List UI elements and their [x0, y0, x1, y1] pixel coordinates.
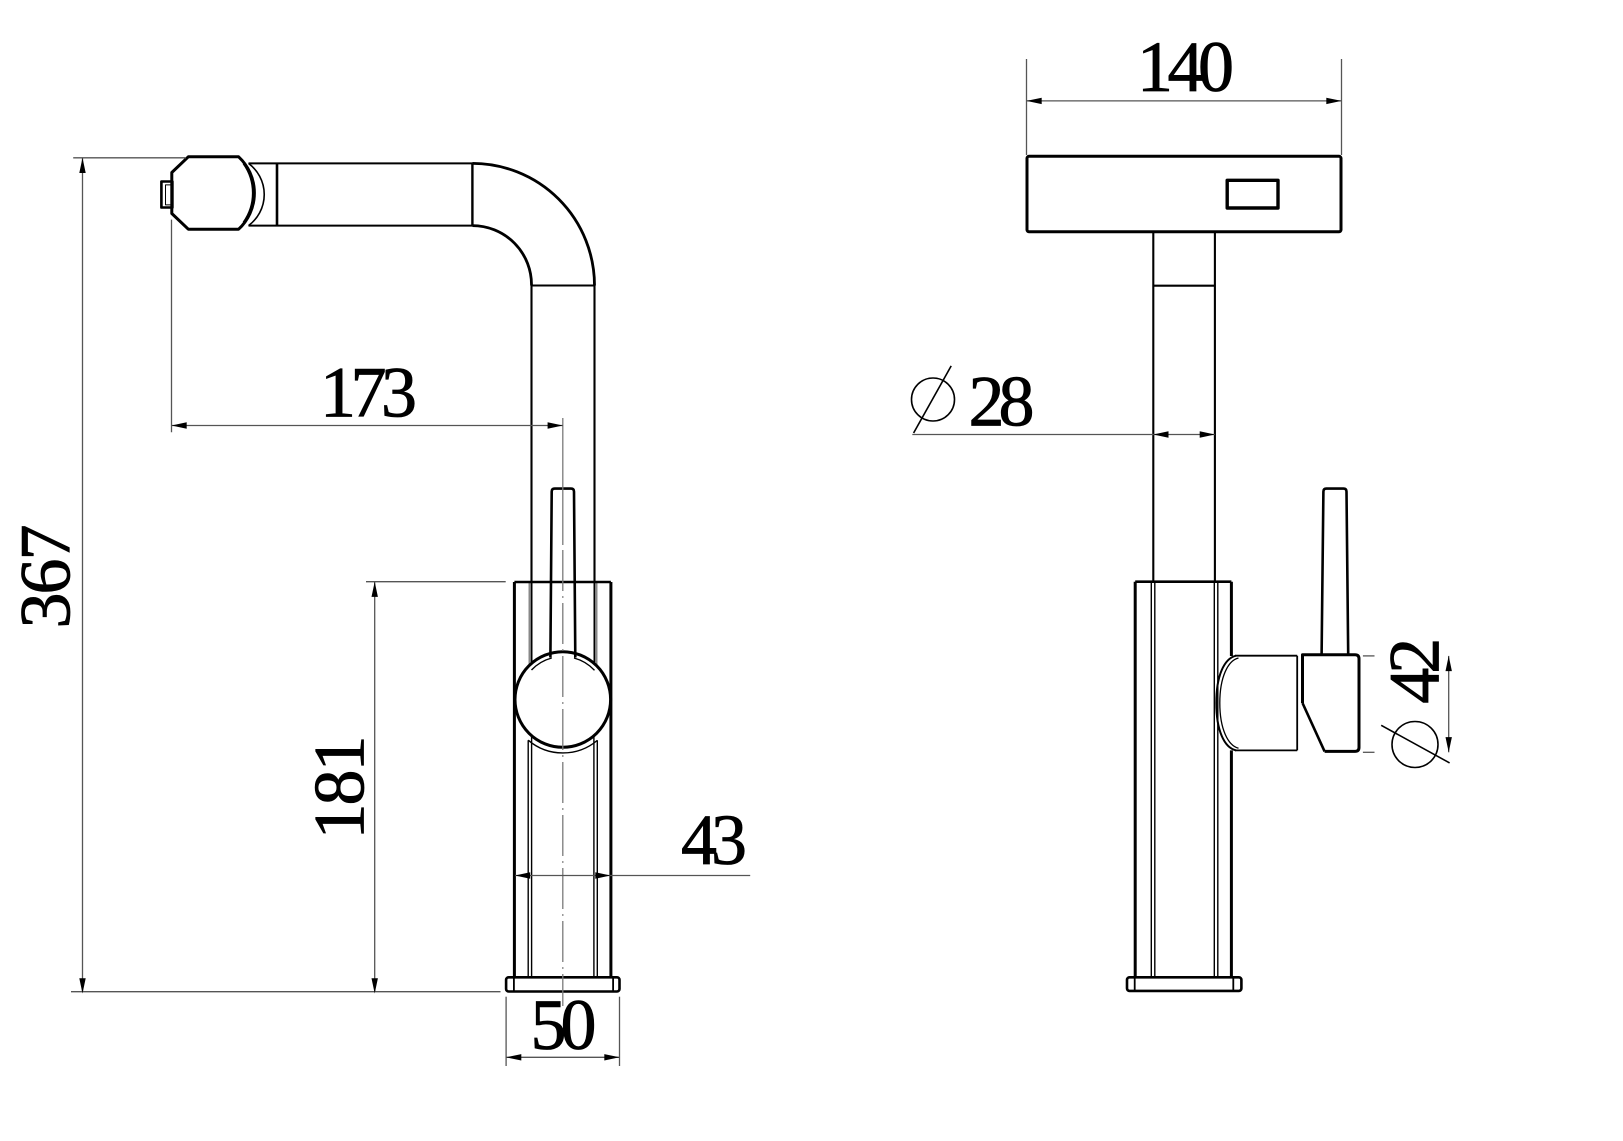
svg-text:42: 42	[1375, 638, 1455, 704]
svg-text:50: 50	[531, 985, 597, 1065]
svg-text:43: 43	[681, 800, 747, 880]
svg-text:367: 367	[6, 525, 86, 629]
svg-text:28: 28	[969, 361, 1035, 441]
svg-text:181: 181	[300, 736, 380, 840]
svg-text:173: 173	[320, 353, 417, 433]
svg-text:140: 140	[1137, 27, 1234, 107]
